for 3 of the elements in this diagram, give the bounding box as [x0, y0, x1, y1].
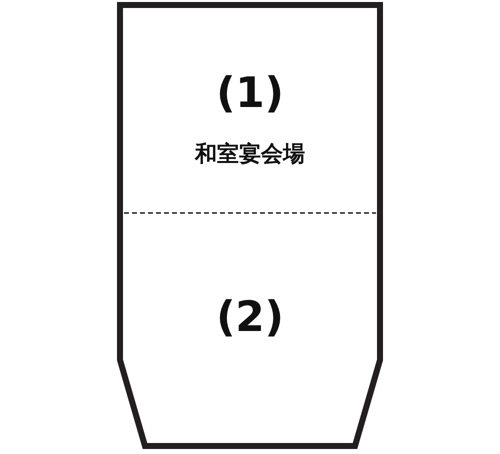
room-number: (2) [216, 296, 284, 338]
room-number: (1) [216, 72, 284, 114]
room-name: 和室宴会場 [195, 144, 305, 166]
